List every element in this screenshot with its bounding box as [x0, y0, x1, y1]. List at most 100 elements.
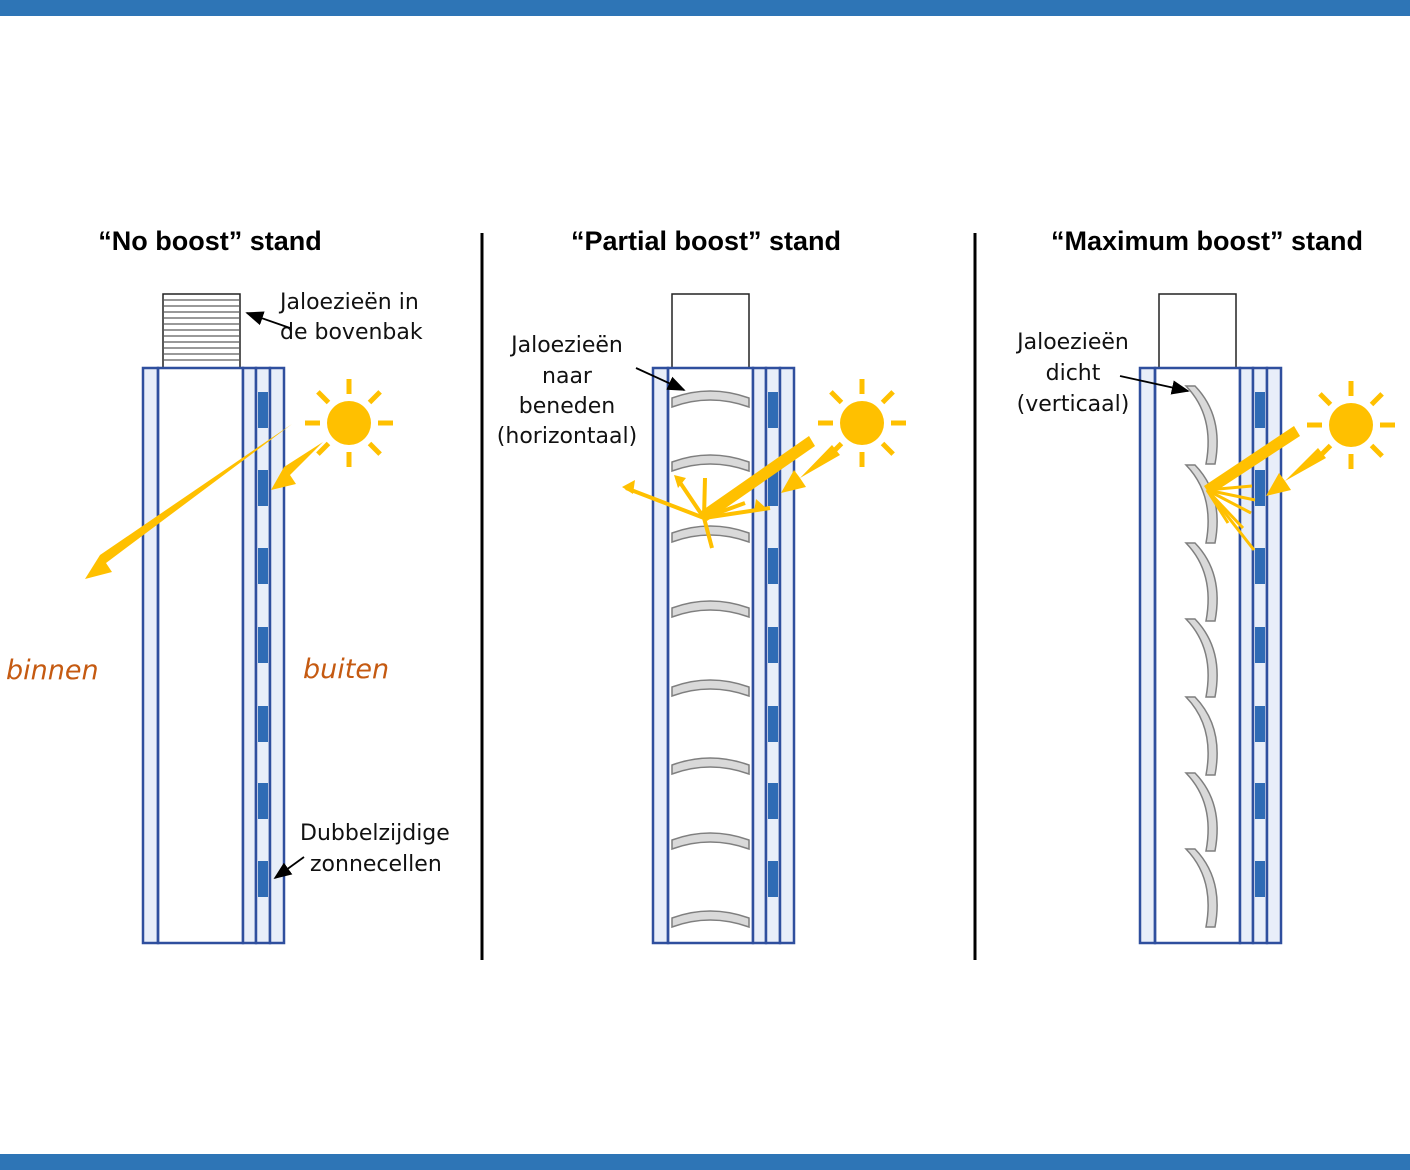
solar-cells	[258, 392, 268, 897]
solar-cell	[1255, 706, 1265, 742]
bottom-band	[0, 1154, 1410, 1170]
reflected-ray-head	[622, 480, 635, 494]
reflected-light-rays	[1205, 484, 1256, 551]
sun-ray	[829, 390, 844, 405]
reflected-ray	[1206, 484, 1253, 492]
blind-box	[671, 293, 750, 369]
sun-ray	[1369, 443, 1384, 458]
pointer-arrow-icon	[1119, 375, 1190, 395]
blind-slat	[671, 910, 750, 929]
reflected-light-rays	[622, 475, 771, 549]
solar-cell	[768, 861, 778, 897]
inner-glass-pane	[141, 366, 160, 945]
solar-cells	[768, 392, 778, 897]
inside-label: binnen	[6, 655, 99, 686]
inner-glass-pane	[651, 366, 670, 945]
sun-core	[327, 401, 371, 445]
solar-cell	[768, 627, 778, 663]
reflected-ray	[1206, 488, 1256, 502]
pointer-arrow-icon	[635, 367, 686, 391]
blind-slat	[671, 600, 750, 619]
reflected-ray	[702, 477, 707, 519]
sunlight-cell-ray	[1266, 448, 1326, 496]
sun-ray	[1318, 392, 1333, 407]
reflected-ray	[702, 517, 714, 549]
horizontal-slats	[671, 390, 750, 929]
solar-cell	[258, 861, 268, 897]
blind-slat	[671, 525, 750, 544]
solar-cell	[768, 783, 778, 819]
reflected-ray	[675, 476, 706, 520]
sunlight-to-slat-ray	[1204, 426, 1300, 495]
sunlight-through-ray	[700, 436, 815, 521]
solar-cell	[258, 783, 268, 819]
blinds-down-label: Jaloezieën	[509, 333, 623, 358]
outer-glass-pane-right	[778, 366, 796, 945]
window-cavity	[156, 366, 245, 945]
solar-cell	[1255, 627, 1265, 663]
reflected-ray-head	[674, 475, 686, 488]
solar-cell	[768, 548, 778, 584]
blind-slat	[1184, 696, 1218, 776]
reflected-ray	[1206, 488, 1252, 515]
outer-glass-pane-left	[751, 366, 768, 945]
solar-cell	[258, 470, 268, 506]
sunlight-cell-ray	[781, 445, 840, 493]
outer-glass-pane-left	[1238, 366, 1255, 945]
solar-cell	[258, 627, 268, 663]
solar-cells-label: Dubbelzijdige	[300, 821, 450, 846]
solar-cell	[768, 706, 778, 742]
solar-cell	[258, 392, 268, 428]
sun-icon	[305, 379, 393, 467]
outer-glass-pane-right	[1265, 366, 1283, 945]
sun-icon	[1307, 381, 1395, 469]
sun-ray	[1369, 392, 1384, 407]
vertical-slats	[1184, 385, 1218, 928]
panel-title-no-boost: “No boost” stand	[98, 226, 322, 256]
blind-slat	[671, 679, 750, 698]
blinds-in-box-label: de bovenbak	[280, 320, 423, 345]
panel-title-partial-boost: “Partial boost” stand	[571, 226, 841, 256]
blind-slat	[1184, 385, 1218, 465]
blinds-closed-label: (verticaal)	[1017, 392, 1130, 417]
panel-maximum-boost: Jaloezieën dicht (verticaal)	[1015, 293, 1395, 945]
sun-ray	[880, 390, 895, 405]
pointer-arrow-icon	[273, 856, 305, 880]
blinds-down-label: (horizontaal)	[497, 424, 637, 449]
blind-slat	[1184, 464, 1218, 544]
pointer-arrow-icon	[245, 311, 291, 329]
blind-slat	[1184, 772, 1218, 852]
solar-cell	[1255, 548, 1265, 584]
solar-cell	[258, 548, 268, 584]
reflected-ray	[625, 486, 705, 520]
sun-ray	[367, 441, 382, 456]
solar-cell	[1255, 470, 1265, 506]
solar-cell	[1255, 783, 1265, 819]
blinds-down-label: naar	[542, 364, 593, 389]
reflected-ray-head	[754, 499, 766, 512]
panel-title-maximum-boost: “Maximum boost” stand	[1051, 226, 1363, 256]
sun-ray	[316, 390, 331, 405]
solar-cell	[258, 706, 268, 742]
top-band	[0, 0, 1410, 16]
sun-core	[840, 401, 884, 445]
blind-slat	[671, 390, 750, 409]
sun-core	[1329, 403, 1373, 447]
reflected-ray	[1205, 489, 1230, 524]
sunlight-through-ray	[85, 424, 298, 579]
sun-icon	[818, 379, 906, 467]
inner-glass-pane	[1138, 366, 1157, 945]
panel-no-boost: Jaloezieën in de bovenbak binnen buiten …	[6, 290, 450, 945]
solar-cells	[1255, 392, 1265, 897]
solar-cell	[1255, 392, 1265, 428]
blind-slat	[671, 757, 750, 776]
blinds-closed-label: Jaloezieën	[1015, 330, 1129, 355]
blind-slat	[671, 832, 750, 851]
blinds-closed-label: dicht	[1046, 361, 1101, 386]
stacked-slats	[164, 299, 239, 361]
panel-partial-boost: Jaloezieën naar beneden (horizontaal)	[497, 293, 906, 945]
blind-box	[1158, 293, 1237, 369]
blinds-down-label: beneden	[519, 394, 615, 419]
sunlight-cell-ray	[271, 442, 331, 490]
